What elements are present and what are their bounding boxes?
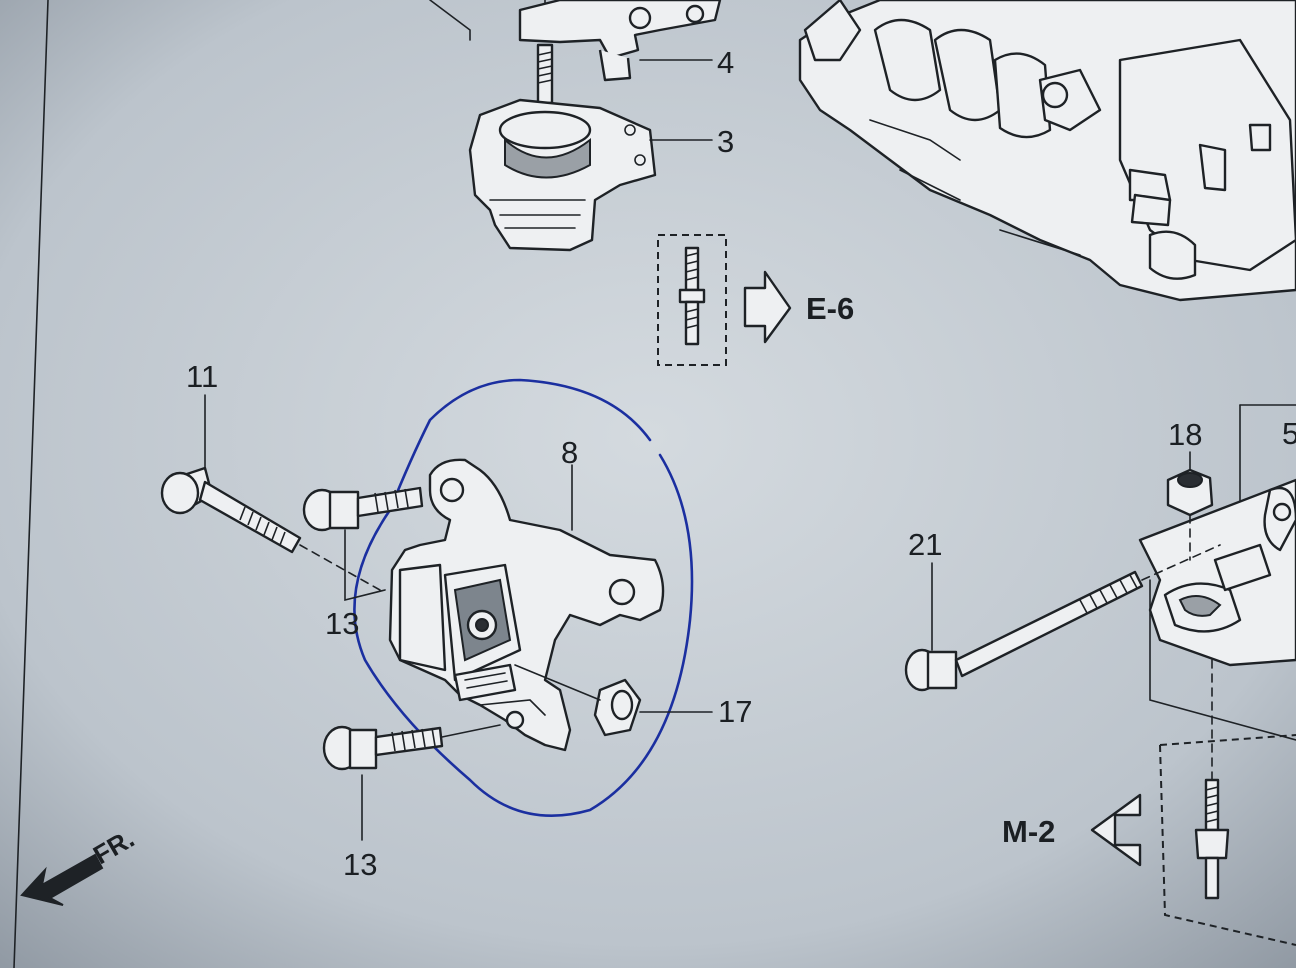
- bolt-13-lower: [322, 724, 501, 771]
- bracket-5: [1138, 404, 1296, 741]
- reference-stud-e6: [678, 246, 706, 346]
- reference-m2: M-2: [1002, 814, 1055, 849]
- bracket-4: [518, 0, 722, 60]
- bolt-21: [904, 544, 1221, 692]
- label-13-upper: 13: [325, 606, 359, 641]
- reference-box-m2: [1159, 734, 1296, 946]
- reference-stud-m2: [1194, 659, 1230, 900]
- arrow-right-icon: [743, 270, 792, 344]
- arrow-left-icon: [1090, 793, 1142, 867]
- upper-engine-mount: [429, 0, 722, 252]
- handdrawn-circle-annotation: [353, 378, 694, 817]
- label-4: 4: [717, 45, 734, 80]
- label-5: 5: [1282, 416, 1296, 451]
- label-3: 3: [717, 124, 734, 159]
- label-21: 21: [908, 527, 942, 562]
- label-17: 17: [718, 694, 752, 729]
- nut-17: [514, 664, 642, 737]
- transmission-mount-8: [388, 458, 665, 752]
- bolt-11: [160, 466, 381, 591]
- reference-e6: E-6: [806, 291, 854, 326]
- transmission-housing: [798, 0, 1296, 302]
- label-8: 8: [561, 435, 578, 470]
- label-18: 18: [1168, 417, 1202, 452]
- page-frame-line: [13, 0, 49, 968]
- label-13-lower: 13: [343, 847, 377, 882]
- front-direction-arrow-icon: [20, 853, 104, 906]
- label-11: 11: [186, 359, 218, 394]
- leader-13-upper: [344, 529, 386, 602]
- bolt-13-upper: [302, 486, 424, 532]
- reference-box-e6: [657, 234, 727, 366]
